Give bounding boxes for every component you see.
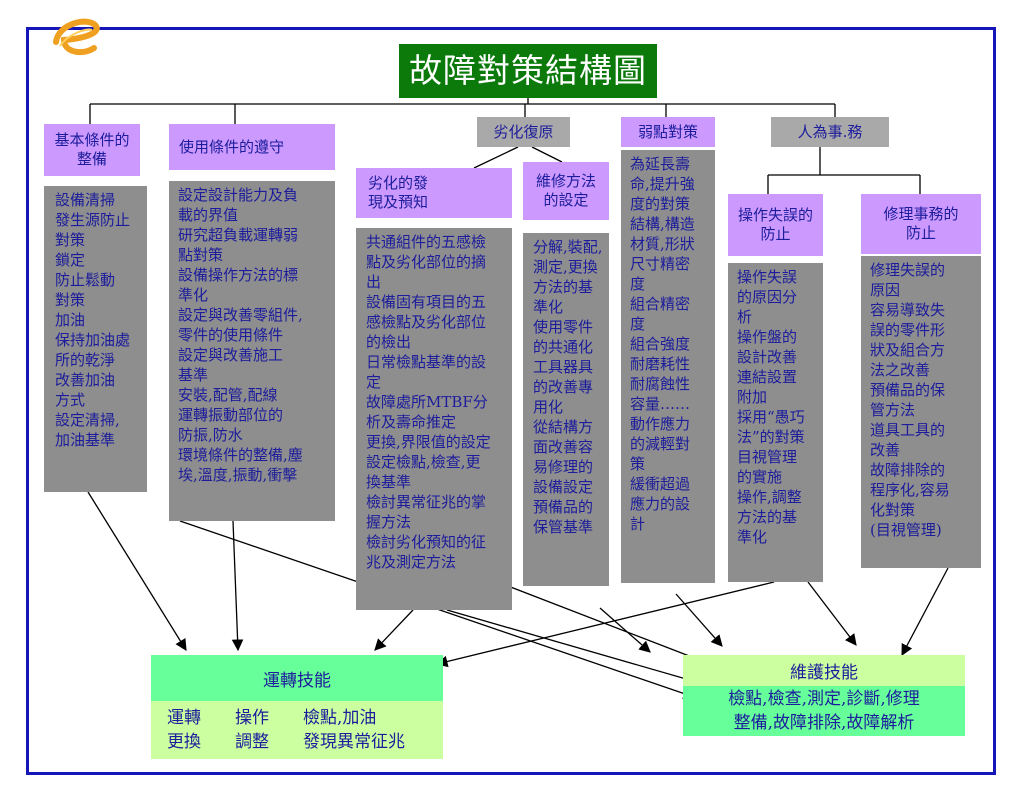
maintenance-skill-title: 維護技能 <box>683 655 965 686</box>
repair-method-body: 分解,裝配, 測定,更換 方法的基 準化 使用零件 的共通化 工具器具 的改善專… <box>523 233 609 586</box>
detection-header: 劣化的發 現及預知 <box>356 168 512 218</box>
usage-condition-body: 設定設計能力及負 載的界值 研究超負載運轉弱 點對策 設備操作方法的標 準化 設… <box>169 181 335 521</box>
basic-condition-body: 設備清掃 發生源防止 對策 鎖定 防止鬆動 對策 加油 保持加油處 所的乾淨 改… <box>44 186 147 492</box>
operation-error-body: 操作失誤 的原因分 析 操作盤的 設計改善 連結設置 附加 採用“愚巧 法”的對… <box>728 263 823 582</box>
human-factor-header: 人為事.務 <box>771 117 889 147</box>
repair-error-header: 修理事務的 防止 <box>861 194 981 254</box>
detection-body: 共通組件的五感檢 點及劣化部位的摘 出 設備固有項目的五 感檢點及劣化部位 的檢… <box>356 228 512 610</box>
repair-error-body: 修理失誤的 原因 容易導致失 誤的零件形 狀及組合方 法之改善 預備品的保 管方… <box>861 256 981 568</box>
repair-method-header: 維修方法 的設定 <box>523 162 609 220</box>
operating-skill-title: 運轉技能 <box>151 655 443 701</box>
operation-error-header: 操作失誤的 防止 <box>728 194 823 256</box>
diagram-frame <box>26 27 996 775</box>
weakness-header: 弱點對策 <box>621 117 715 147</box>
maintenance-skill-body: 檢點,檢查,測定,診斷,修理 整備,故障排除,故障解析 <box>683 686 965 736</box>
diagram-title: 故障對策結構圖 <box>399 44 657 98</box>
usage-condition-header: 使用條件的遵守 <box>169 124 335 170</box>
weakness-body: 為延長壽 命,提升強 度的對策 結構,構造 材質,形狀 尺寸精密 度 組合精密 … <box>621 150 715 583</box>
e-logo-icon <box>53 18 100 56</box>
operating-skill-body: 運轉 操作 檢點,加油 更換 調整 發現異常征兆 <box>151 701 443 759</box>
basic-condition-header: 基本條件的 整備 <box>44 124 140 176</box>
deterioration-header: 劣化復原 <box>477 117 570 147</box>
